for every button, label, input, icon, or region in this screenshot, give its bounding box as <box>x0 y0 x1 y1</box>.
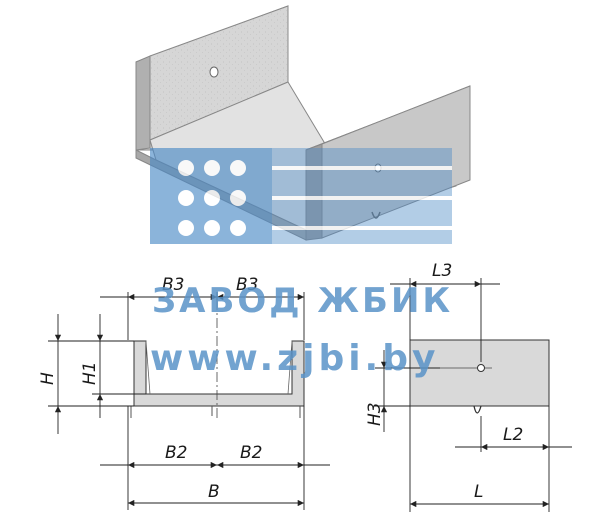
watermark-url: www.zjbi.by <box>150 338 439 379</box>
side-hole <box>477 364 485 372</box>
label-b3-right: B3 <box>236 275 258 295</box>
label-l: L <box>474 482 483 502</box>
label-b: B <box>208 482 220 502</box>
label-b2-left: B2 <box>165 443 187 463</box>
watermark-company-name: ЗАВОД ЖБИК <box>152 281 453 321</box>
label-h: H <box>38 372 58 385</box>
label-h3: H3 <box>365 402 385 426</box>
hollow-core-slab-logo <box>150 148 452 244</box>
side-lifting-loop <box>473 405 482 414</box>
label-h1: H1 <box>80 361 100 385</box>
cross-section-view <box>130 300 305 420</box>
side-view <box>409 339 550 414</box>
lifting-hole-back <box>209 66 219 78</box>
section-dimensions <box>48 292 330 510</box>
label-l2: L2 <box>503 425 523 445</box>
lifting-loop-3d <box>371 211 381 219</box>
side-dimensions <box>375 278 572 512</box>
label-b3-left: B3 <box>162 275 184 295</box>
label-l3: L3 <box>432 261 452 281</box>
side-profile <box>409 339 550 407</box>
label-b2-right: B2 <box>240 443 262 463</box>
back-wall-end <box>135 55 151 151</box>
